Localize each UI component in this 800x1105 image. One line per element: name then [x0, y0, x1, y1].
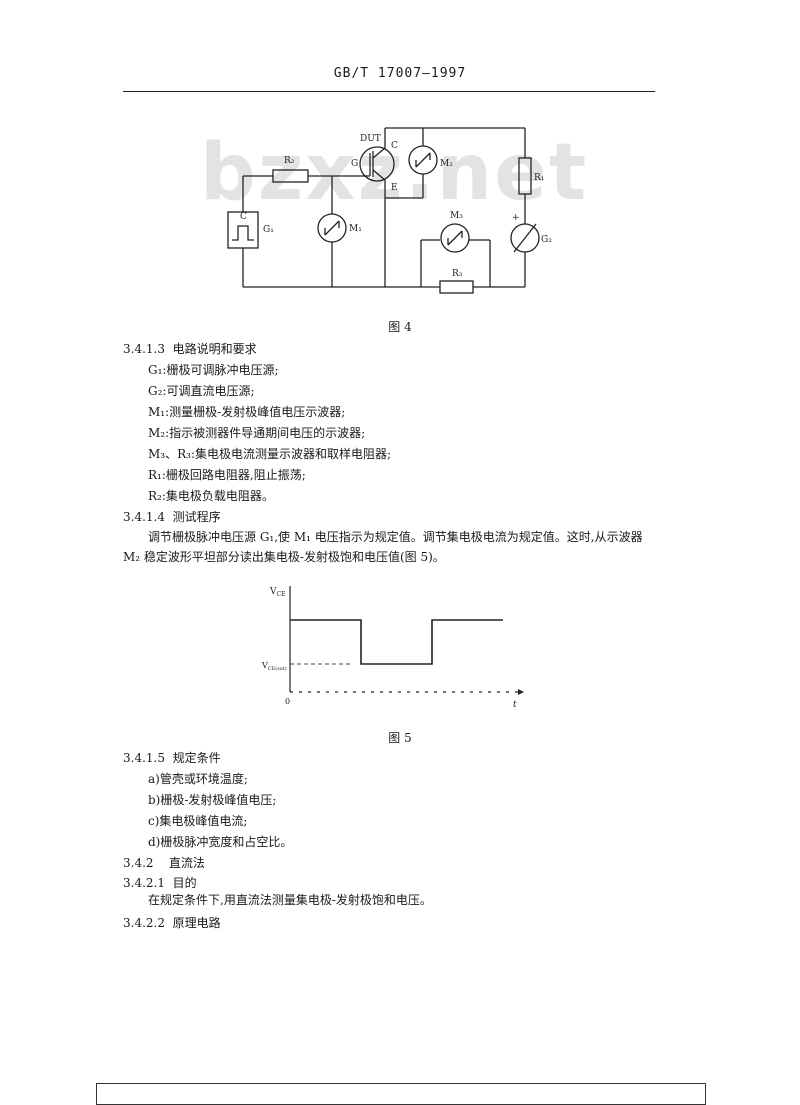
- label-dut: DUT: [360, 134, 381, 144]
- section-title: 原理电路: [172, 916, 221, 930]
- list-item: M₁:测量栅极-发射极峰值电压示波器;: [148, 405, 346, 419]
- section-3413: 3.4.1.3 电路说明和要求: [123, 340, 257, 357]
- label-g: G: [351, 159, 358, 169]
- label-rg: R₂: [284, 156, 295, 166]
- fig5-caption: 图 5: [388, 731, 412, 745]
- list-item: b)栅极-发射极峰值电压;: [148, 793, 277, 807]
- resistor-rg: [272, 169, 309, 183]
- list-item: M₂:指示被测器件导通期间电压的示波器;: [148, 426, 366, 440]
- y-axis-label: VCE: [269, 587, 285, 598]
- label-m2: M₂: [440, 159, 453, 169]
- section-number: 3.4.1.5: [123, 751, 165, 765]
- section-number: 3.4.2.1: [123, 876, 165, 890]
- label-m1: M₁: [349, 224, 362, 234]
- section-3422: 3.4.2.2 原理电路: [123, 914, 221, 931]
- resistor-r3: [439, 280, 474, 294]
- sat-label: VCE(sat): [261, 661, 287, 672]
- circuit-diagram-fig4: DUT C G E R₂ C G₁ M₁ M₂ M₃ R₃ R₁ G₂ +: [227, 127, 552, 294]
- list-item: R₂:集电极负载电阻器。: [148, 489, 274, 503]
- resistor-r1: [518, 157, 532, 195]
- list-item: G₂:可调直流电压源;: [148, 384, 255, 398]
- label-g1-c: C: [240, 212, 247, 222]
- list-item: c)集电极峰值电流;: [148, 814, 248, 828]
- list-item: R₁:栅极回路电阻器,阻止振荡;: [148, 468, 306, 482]
- list-item: a)管壳或环境温度;: [148, 772, 248, 786]
- waveform-chart-fig5: VCE VCE(sat) 0 t: [261, 586, 524, 710]
- paragraph-3414: 调节栅极脉冲电压源 G₁,使 M₁ 电压指示为规定值。调节集电极电流为规定值。这…: [123, 530, 643, 564]
- igbt-dut: [359, 146, 395, 182]
- label-g1: G₁: [263, 225, 274, 235]
- list-item: d)栅极脉冲宽度和占空比。: [148, 835, 293, 849]
- label-m3: M₃: [450, 211, 463, 221]
- label-r1: R₁: [534, 173, 544, 183]
- section-3421: 3.4.2.1 目的: [123, 874, 197, 891]
- header-rule: [123, 91, 655, 92]
- paragraph-3421: 在规定条件下,用直流法测量集电极-发射极饱和电压。: [148, 893, 432, 907]
- section-title: 测试程序: [172, 510, 221, 524]
- section-number: 3.4.2: [123, 856, 154, 870]
- section-number: 3.4.2.2: [123, 916, 165, 930]
- section-title: 直流法: [168, 856, 205, 870]
- label-r3: R₃: [452, 269, 463, 279]
- label-c: C: [391, 141, 398, 151]
- list-item: G₁:栅极可调脉冲电压源;: [148, 363, 279, 377]
- fig4-caption: 图 4: [388, 320, 412, 334]
- origin-label: 0: [285, 697, 290, 706]
- label-g2: G₂: [541, 235, 552, 245]
- section-number: 3.4.1.4: [123, 510, 165, 524]
- section-3415: 3.4.1.5 规定条件: [123, 749, 221, 766]
- watermark: bzxz.net: [200, 128, 589, 218]
- series-line-vce: [290, 619, 503, 665]
- section-title: 目的: [172, 876, 197, 890]
- oscilloscope-m3: [440, 223, 470, 253]
- list-item: M₃、R₃:集电极电流测量示波器和取样电阻器;: [148, 447, 392, 461]
- x-axis-arrow: [518, 689, 524, 695]
- x-axis-label: t: [513, 700, 517, 710]
- section-title: 电路说明和要求: [172, 342, 257, 356]
- section-3414: 3.4.1.4 测试程序: [123, 508, 221, 525]
- label-e: E: [391, 183, 398, 193]
- label-plus: +: [512, 213, 520, 223]
- footer-box: [96, 1083, 706, 1105]
- section-title: 规定条件: [172, 751, 221, 765]
- page-header: GB/T 17007—1997: [333, 66, 467, 81]
- section-number: 3.4.1.3: [123, 342, 165, 356]
- section-342: 3.4.2 直流法: [123, 854, 205, 871]
